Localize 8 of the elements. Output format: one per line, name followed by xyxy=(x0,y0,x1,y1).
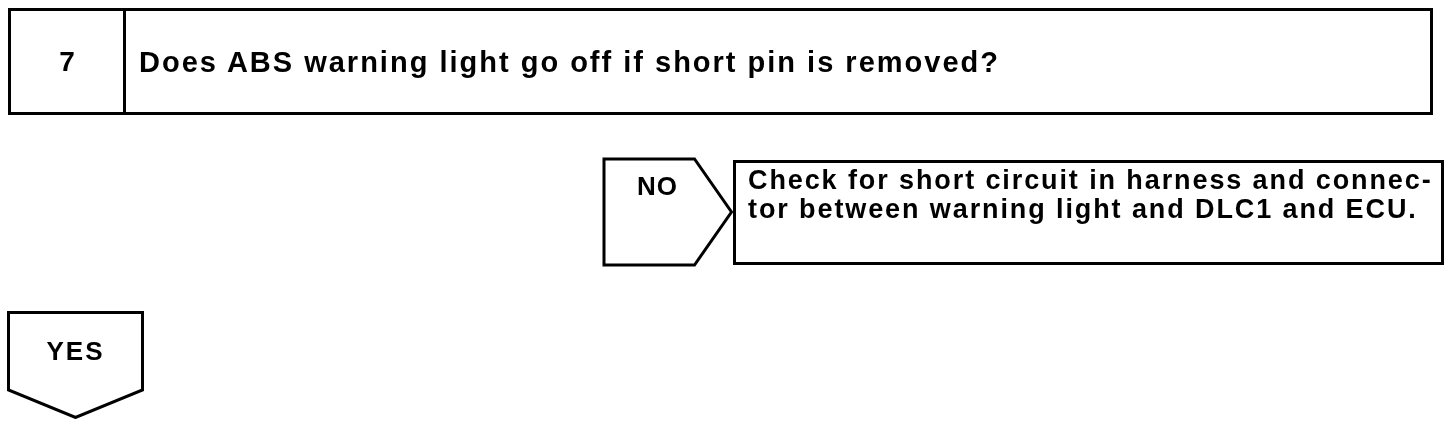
pentagon-arrow xyxy=(602,157,734,267)
question-box xyxy=(8,8,1433,115)
step-number: 7 xyxy=(11,11,126,112)
question-text: Does ABS warning light go off if short pin is removed? xyxy=(139,45,1000,78)
action-text: Check for short circuit in harness and connec- tor between warning light and DLC1 and ECU. xyxy=(748,166,1434,224)
branch-label: YES xyxy=(46,336,105,366)
edge-label: NO xyxy=(637,171,678,201)
pentagon-arrow xyxy=(7,311,144,419)
